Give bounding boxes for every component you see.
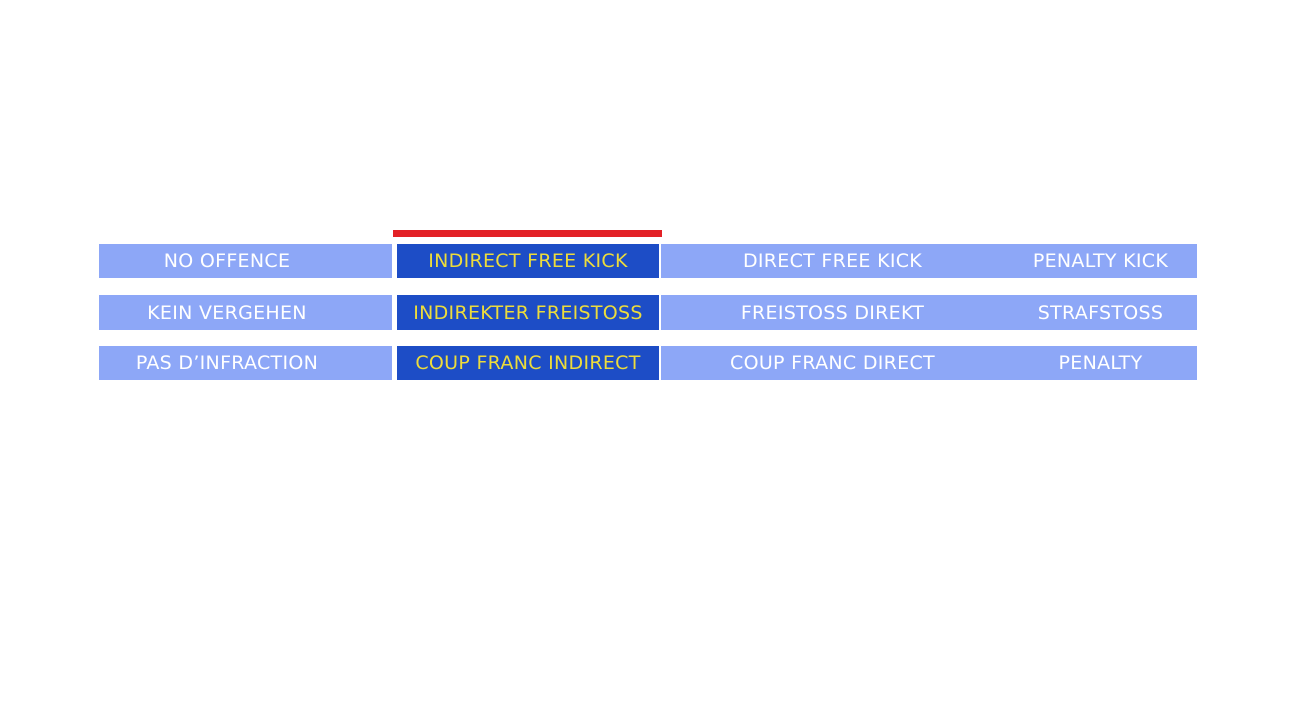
answer-cell-penalty[interactable]: PENALTY <box>1004 346 1197 380</box>
answer-label: COUP FRANC DIRECT <box>730 352 935 374</box>
answer-label: PENALTY KICK <box>1032 250 1169 272</box>
answer-cell-indirekter-freistoss[interactable]: INDIREKTER FREISTOSS <box>397 295 659 330</box>
answer-label: INDIREKTER FREISTOSS <box>413 301 643 324</box>
answer-cell-coup-franc-indirect[interactable]: COUP FRANC INDIRECT <box>397 346 659 380</box>
answer-row-french: PAS D’INFRACTION COUP FRANC INDIRECT COU… <box>99 346 1197 380</box>
answer-label: FREISTOSS DIREKT <box>740 301 925 324</box>
answer-cell-kein-vergehen[interactable]: KEIN VERGEHEN <box>99 295 392 330</box>
answer-row-english: NO OFFENCE INDIRECT FREE KICK DIRECT FRE… <box>99 244 1197 278</box>
answer-label: PAS D’INFRACTION <box>135 352 319 374</box>
answer-label: INDIRECT FREE KICK <box>428 250 628 272</box>
answer-cell-penalty-kick[interactable]: PENALTY KICK <box>1004 244 1197 278</box>
answer-label: KEIN VERGEHEN <box>147 301 307 324</box>
answer-cell-coup-franc-direct[interactable]: COUP FRANC DIRECT <box>661 346 1004 380</box>
answer-label: DIRECT FREE KICK <box>742 250 923 272</box>
answer-cell-no-offence[interactable]: NO OFFENCE <box>99 244 392 278</box>
answer-cell-direct-free-kick[interactable]: DIRECT FREE KICK <box>661 244 1004 278</box>
answer-label: COUP FRANC INDIRECT <box>415 352 641 374</box>
answer-row-german: KEIN VERGEHEN INDIREKTER FREISTOSS FREIS… <box>99 295 1197 330</box>
answer-cell-freistoss-direkt[interactable]: FREISTOSS DIREKT <box>661 295 1004 330</box>
selected-column-indicator-bar <box>393 230 662 237</box>
answer-cell-pas-d-infraction[interactable]: PAS D’INFRACTION <box>99 346 392 380</box>
answer-cell-indirect-free-kick[interactable]: INDIRECT FREE KICK <box>397 244 659 278</box>
answer-label: STRAFSTOSS <box>1037 301 1164 324</box>
answer-label: PENALTY <box>1058 352 1143 374</box>
answer-label: NO OFFENCE <box>163 250 291 272</box>
answer-cell-strafstoss[interactable]: STRAFSTOSS <box>1004 295 1197 330</box>
